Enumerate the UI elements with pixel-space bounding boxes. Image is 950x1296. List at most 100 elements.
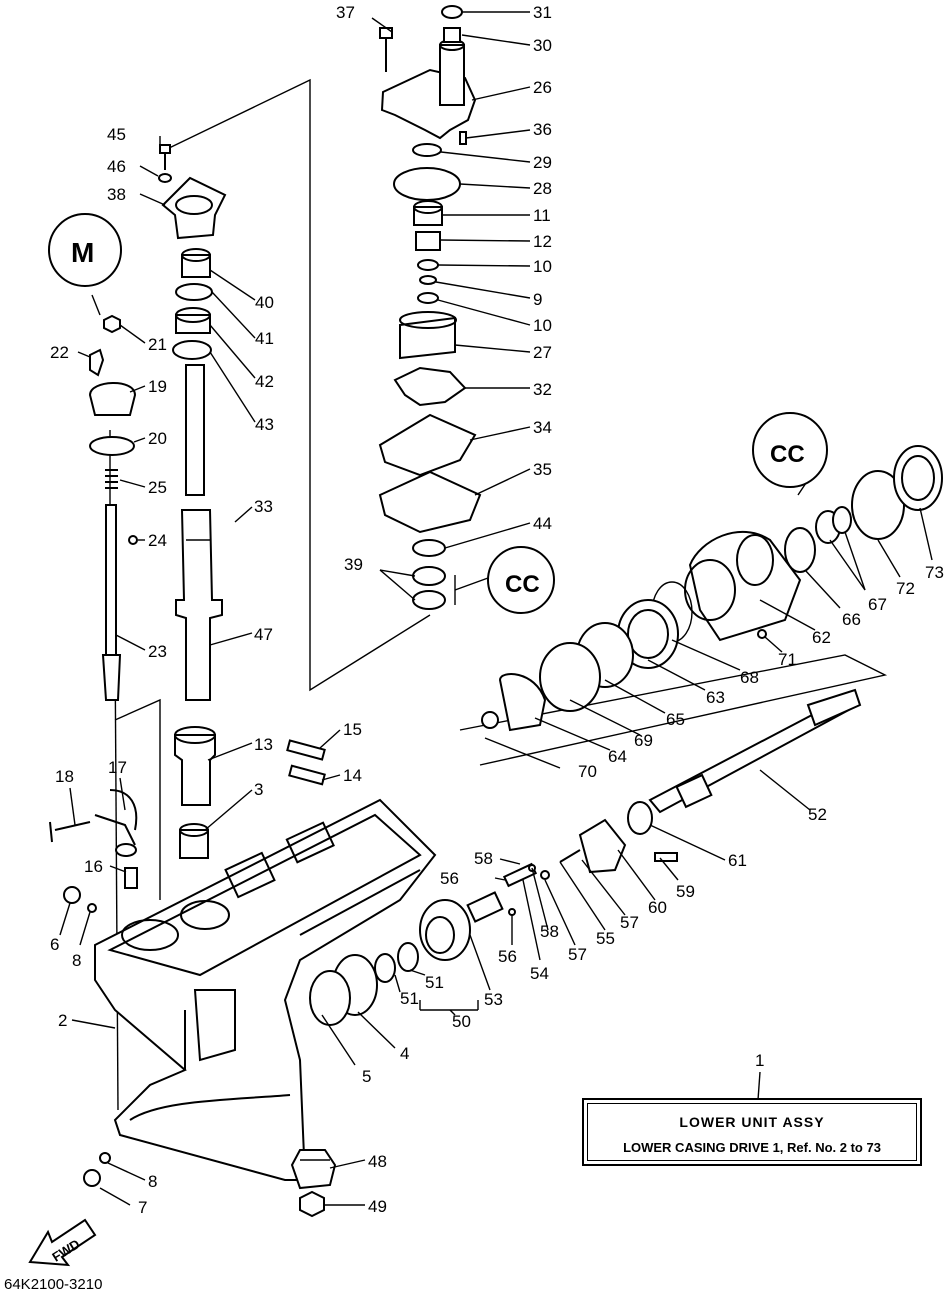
callout-6: 6 (50, 935, 59, 954)
callout-20: 20 (148, 429, 167, 448)
callout-63: 63 (706, 688, 725, 707)
callout-60: 60 (648, 898, 667, 917)
callout-42: 42 (255, 372, 274, 391)
callout-53: 53 (484, 990, 503, 1009)
shift-rod-assembly (88, 314, 138, 701)
callout-25: 25 (148, 478, 167, 497)
callout-4: 4 (400, 1044, 409, 1063)
callout-3: 3 (254, 780, 263, 799)
svg-text:M: M (71, 237, 94, 268)
callout-56: 56 (440, 869, 459, 888)
callout-65: 65 (666, 710, 685, 729)
callout-24: 24 (148, 531, 167, 550)
callout-67: 67 (868, 595, 887, 614)
callout-56: 56 (498, 947, 517, 966)
callout-29: 29 (533, 153, 552, 172)
housing-bolt (158, 144, 172, 183)
callout-11: 11 (533, 206, 551, 225)
callout-9: 9 (533, 290, 542, 309)
diagram-code: 64K2100-3210 (4, 1276, 103, 1293)
pump-bolt (379, 27, 393, 72)
callout-5: 5 (362, 1067, 371, 1086)
callout-15: 15 (343, 720, 362, 739)
callout-46: 46 (107, 157, 126, 176)
lubricant-marker-C-right-icon: CC (752, 412, 828, 496)
drive-shaft (175, 364, 223, 701)
svg-text:CC: CC (505, 571, 540, 598)
callout-70: 70 (578, 762, 597, 781)
callout-37: 37 (336, 3, 355, 22)
callout-8: 8 (72, 951, 81, 970)
callout-10: 10 (533, 257, 552, 276)
callout-13: 13 (254, 735, 273, 754)
callout-27: 27 (533, 343, 552, 362)
oil-seal-housing (161, 176, 227, 240)
pinion-gear (290, 1149, 337, 1190)
callout-2: 2 (58, 1011, 67, 1030)
legend-title: LOWER UNIT ASSY (679, 1114, 825, 1130)
callout-22: 22 (50, 343, 69, 362)
callout-7: 7 (138, 1198, 147, 1217)
callout-73: 73 (925, 563, 944, 582)
callout-40: 40 (255, 293, 274, 312)
pump-small-parts (393, 5, 467, 201)
callout-62: 62 (812, 628, 831, 647)
water-pump-housing (380, 39, 477, 140)
callout-57: 57 (568, 945, 587, 964)
callout-43: 43 (255, 415, 274, 434)
callout-58: 58 (540, 922, 559, 941)
callout-38: 38 (107, 185, 126, 204)
pump-internals (378, 200, 482, 610)
callout-66: 66 (842, 610, 861, 629)
callout-51: 51 (400, 989, 419, 1008)
callout-14: 14 (343, 766, 362, 785)
callout-44: 44 (533, 514, 552, 533)
callout-30: 30 (533, 36, 552, 55)
housing-bearings-and-rings (481, 445, 943, 732)
callout-34: 34 (533, 418, 552, 437)
clutch-and-forward-gear (309, 801, 678, 1026)
svg-text:CC: CC (770, 441, 805, 468)
callout-48: 48 (368, 1152, 387, 1171)
callout-52: 52 (808, 805, 827, 824)
legend-reference: LOWER CASING DRIVE 1, Ref. No. 2 to 73 (623, 1140, 881, 1155)
callout-59: 59 (676, 882, 695, 901)
callout-71: 71 (778, 650, 797, 669)
callout-12: 12 (533, 232, 552, 251)
callout-55: 55 (596, 929, 615, 948)
callout-33: 33 (254, 497, 273, 516)
pinion-nut (299, 1190, 325, 1218)
callout-58: 58 (474, 849, 493, 868)
callout-47: 47 (254, 625, 273, 644)
callout-45: 45 (107, 125, 126, 144)
forward-direction-arrow: FWD (28, 1218, 97, 1267)
shaft-bearing-stack (172, 248, 213, 360)
callout-36: 36 (533, 120, 552, 139)
callout-39: 39 (344, 555, 363, 574)
bushing (179, 823, 209, 859)
callout-16: 16 (84, 857, 103, 876)
legend-box: LOWER UNIT ASSY LOWER CASING DRIVE 1, Re… (582, 1098, 922, 1166)
callout-10: 10 (533, 316, 552, 335)
callout-19: 19 (148, 377, 167, 396)
lubricant-marker-M-icon: M (48, 213, 122, 316)
casing-fasteners (49, 789, 138, 1187)
callout-57: 57 (620, 913, 639, 932)
callout-17: 17 (108, 758, 127, 777)
callout-labels: 31 30 37 26 36 29 28 11 12 10 9 10 27 32… (50, 3, 944, 1217)
callout-41: 41 (255, 329, 274, 348)
callout-8: 8 (148, 1172, 157, 1191)
callout-26: 26 (533, 78, 552, 97)
shim-keys (286, 739, 326, 786)
callout-69: 69 (634, 731, 653, 750)
callout-28: 28 (533, 179, 552, 198)
callout-51: 51 (425, 973, 444, 992)
propeller-shaft (648, 688, 862, 814)
callout-18: 18 (55, 767, 74, 786)
callout-61: 61 (728, 851, 747, 870)
callout-68: 68 (740, 668, 759, 687)
callout-21: 21 (148, 335, 167, 354)
callout-49: 49 (368, 1197, 387, 1216)
callout-50: 50 (452, 1012, 471, 1031)
